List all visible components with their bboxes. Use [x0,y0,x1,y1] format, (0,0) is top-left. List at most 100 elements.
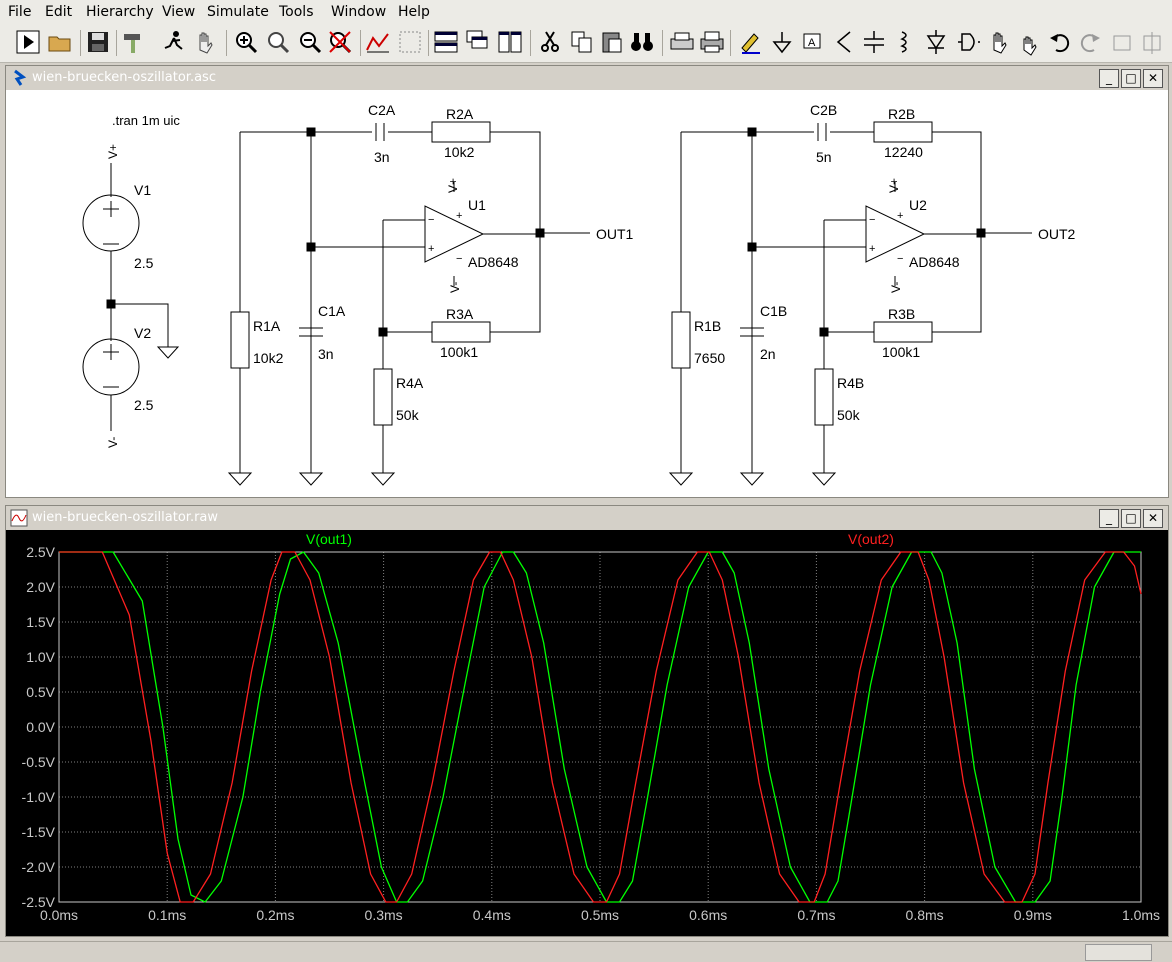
inductor-icon[interactable] [890,28,918,56]
close-button[interactable]: ✕ [1143,69,1163,88]
label-net-icon[interactable]: A [798,28,826,56]
menu-tools[interactable]: Tools [279,4,314,20]
drag-hand-icon[interactable] [1016,28,1044,56]
c1b-value: 2n [760,346,776,362]
ground-icon[interactable] [768,28,796,56]
y-tick-label: 2.5V [26,544,55,560]
menu-file[interactable]: File [8,4,32,20]
undo-icon[interactable] [1046,28,1074,56]
r3b-value: 100k1 [882,344,920,360]
component-icon[interactable] [954,28,982,56]
zoom-out-icon[interactable] [296,28,324,56]
resistor-r1a[interactable] [230,311,250,369]
out1-label[interactable]: OUT1 [596,226,634,242]
draw-wire-pencil-icon[interactable] [736,28,764,56]
legend-series[interactable]: V(out2) [848,531,894,547]
print-preview-icon[interactable] [668,28,696,56]
close-button[interactable]: ✕ [1143,509,1163,528]
pan-hand-icon[interactable] [192,28,220,56]
y-tick-label: 1.5V [26,614,55,630]
capacitor-c1a[interactable] [299,327,323,337]
toolbar-separator [730,30,731,56]
diode-icon[interactable] [922,28,950,56]
resistor-r2b[interactable] [873,121,933,143]
spice-directive[interactable]: .tran 1m uic [112,113,180,128]
cascade-icon[interactable] [464,28,492,56]
legend-series[interactable]: V(out1) [306,531,352,547]
print-icon[interactable] [698,28,726,56]
menu-help[interactable]: Help [398,4,430,20]
capacitor-icon[interactable] [860,28,888,56]
menu-hierarchy[interactable]: Hierarchy [86,4,154,20]
resistor-r1b[interactable] [671,311,691,369]
tile-horizontal-icon[interactable] [432,28,460,56]
r2a-name: R2A [446,106,474,122]
capacitor-c1b[interactable] [740,327,764,337]
control-panel-hammer-icon[interactable] [120,28,148,56]
resistor-r2a[interactable] [431,121,491,143]
capacitor-c2b[interactable] [817,123,827,141]
y-tick-label: -2.5V [22,894,56,910]
schematic-canvas[interactable]: .tran 1m uic V+ V1 2.5 V2 2.5 V- [6,90,1166,495]
x-tick-label: 0.7ms [797,907,835,923]
svg-text:+: + [869,243,875,255]
paste-icon[interactable] [598,28,626,56]
minimize-button[interactable]: _ [1099,509,1119,528]
copy-icon[interactable] [568,28,596,56]
resistor-r3a[interactable] [431,321,491,343]
svg-text:V-: V- [448,282,462,293]
svg-text:+: + [897,210,903,222]
menu-simulate[interactable]: Simulate [207,4,269,20]
open-folder-icon[interactable] [46,28,74,56]
svg-text:−: − [897,253,903,265]
x-tick-label: 0.3ms [365,907,403,923]
maximize-button[interactable]: □ [1121,69,1141,88]
waveform-titlebar: wien-bruecken-oszillator.raw _ □ ✕ [6,506,1168,530]
menu-view[interactable]: View [162,4,196,20]
zoom-fit-icon[interactable] [264,28,292,56]
menu-edit[interactable]: Edit [45,4,73,20]
r2a-value: 10k2 [444,144,475,160]
u1-name: U1 [468,197,486,213]
toolbar: A [0,24,1172,63]
x-tick-label: 0.1ms [148,907,186,923]
maximize-button[interactable]: □ [1121,509,1141,528]
mirror-icon[interactable] [1138,28,1166,56]
redo-icon[interactable] [1076,28,1104,56]
tile-vertical-icon[interactable] [496,28,524,56]
capacitor-c2a[interactable] [375,123,385,141]
move-hand-icon[interactable] [986,28,1014,56]
resistor-r4a[interactable] [373,368,393,426]
x-tick-label: 0.0ms [40,907,78,923]
minimize-button[interactable]: _ [1099,69,1119,88]
toolbar-separator [116,30,117,56]
toolbar-separator [226,30,227,56]
svg-text:A: A [808,37,816,49]
y-tick-label: 1.0V [26,649,55,665]
vminus-label-v2: V- [106,437,120,448]
grid-icon[interactable] [396,28,424,56]
c2a-value: 3n [374,149,390,165]
save-icon[interactable] [84,28,112,56]
rotate-icon[interactable] [1108,28,1136,56]
resistor-r4b[interactable] [814,368,834,426]
y-tick-label: -0.5V [22,754,56,770]
menu-window[interactable]: Window [331,4,387,20]
cut-scissors-icon[interactable] [536,28,564,56]
r2b-value: 12240 [884,144,923,160]
resistor-r3b[interactable] [873,321,933,343]
find-binoculars-icon[interactable] [628,28,656,56]
out2-label[interactable]: OUT2 [1038,226,1076,242]
c2b-value: 5n [816,149,832,165]
opamp-u2[interactable] [865,205,926,263]
halt-running-man-icon[interactable] [160,28,188,56]
opamp-u1[interactable] [424,205,485,263]
schematic-app-icon [14,69,27,86]
resistor-icon[interactable] [830,28,858,56]
zoom-in-icon[interactable] [232,28,260,56]
run-icon[interactable] [14,28,42,56]
svg-text:+: + [428,243,434,255]
zoom-cancel-icon[interactable] [326,28,354,56]
autorange-icon[interactable] [364,28,392,56]
